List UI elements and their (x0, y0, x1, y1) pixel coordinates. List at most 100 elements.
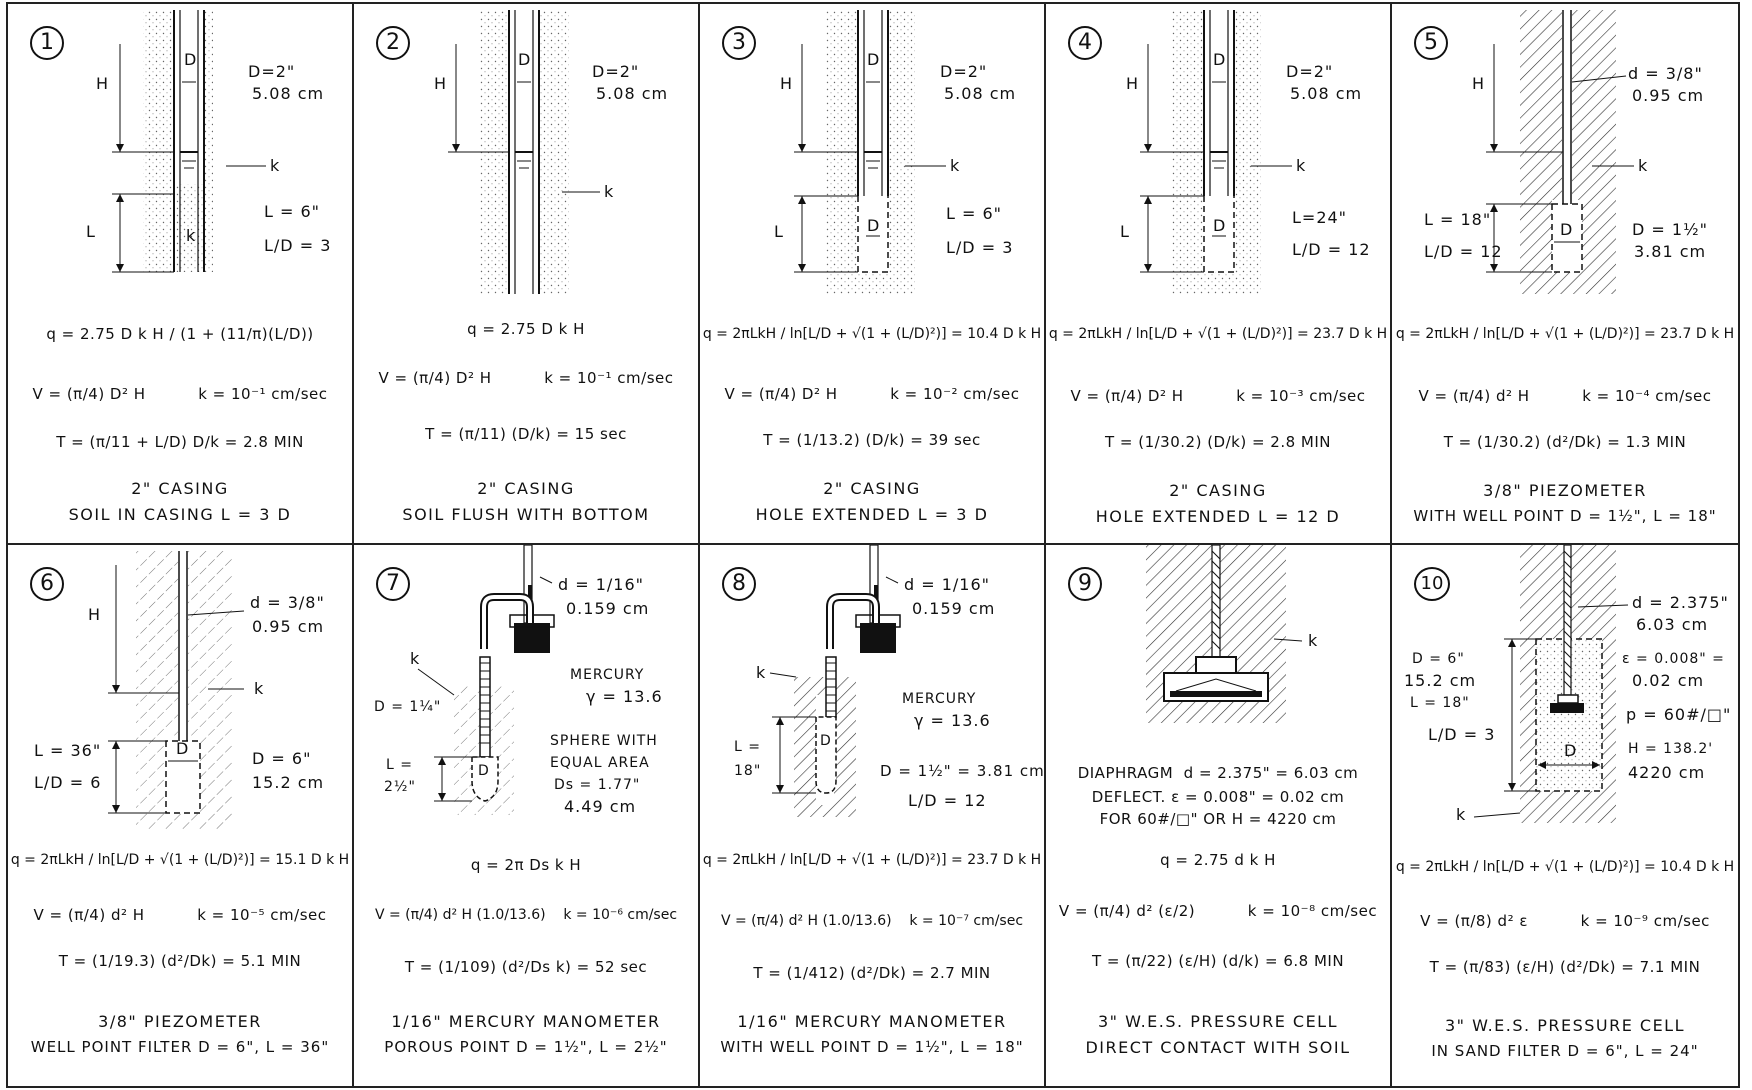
caption-line-1: 3/8" PIEZOMETER (1483, 481, 1647, 500)
label-l: L (86, 222, 96, 241)
formula-v-k: V = (π/4) D² H k = 10⁻¹ cm/sec (378, 369, 674, 387)
label-h: H (88, 605, 102, 624)
formula-v-k: V = (π/8) d² ε k = 10⁻⁹ cm/sec (1420, 912, 1710, 930)
label-h: H (1126, 74, 1140, 93)
label-l: L (1120, 222, 1130, 241)
caption-line-1: 1/16" MERCURY MANOMETER (737, 1012, 1007, 1031)
label-k: k (410, 649, 421, 668)
label-d-size: D=2" (940, 62, 988, 81)
formula-v-k: V = (π/4) D² H k = 10⁻² cm/sec (724, 385, 1020, 403)
label-equal-area: EQUAL AREA (550, 755, 650, 771)
label-d-metric: 5.08 cm (1290, 84, 1363, 103)
label-l-length: 18" (734, 763, 762, 779)
label-ds: Ds = 1.77" (554, 777, 641, 793)
label-l-length: L=24" (1292, 208, 1348, 227)
label-d: D (184, 50, 198, 69)
formula-q: q = 2π Ds k H (470, 856, 582, 874)
formula-v-k: V = (π/4) D² H k = 10⁻¹ cm/sec (32, 385, 328, 403)
panel-8: 8 d = 1/16" 0.159 cm k MERCURY γ = 13.6 … (700, 545, 1046, 1086)
label-d-hole: D (1213, 216, 1227, 235)
piezometer-sketch (1486, 10, 1634, 294)
label-k: k (1308, 631, 1319, 650)
panel-2: 2 H D D=2" 5.08 cm k q = 2.75 D k H V = … (354, 4, 700, 545)
formula-q: q = 2πLkH / ln[L/D + √(1 + (L/D)²)] = 23… (1048, 326, 1388, 342)
diaphragm-line-3: FOR 60#/□" OR H = 4220 cm (1099, 810, 1337, 828)
caption-line-1: 3" W.E.S. PRESSURE CELL (1444, 1016, 1686, 1035)
label-k: k (270, 156, 281, 175)
formula-t: T = (π/11 + L/D) D/k = 2.8 MIN (56, 433, 304, 451)
label-d-hole: D (867, 216, 881, 235)
label-d: D (867, 50, 881, 69)
label-l-ratio: L/D = 3 (946, 238, 1014, 257)
casing-sketch (448, 10, 600, 294)
formula-v-k: V = (π/4) D² H k = 10⁻³ cm/sec (1070, 387, 1366, 405)
formula-v-k: V = (π/4) d² (ε/2) k = 10⁻⁸ cm/sec (1058, 902, 1378, 920)
label-d-point: D = 1¼" (374, 699, 442, 715)
manometer-sketch (769, 545, 901, 817)
formula-v-k: V = (π/4) d² H k = 10⁻⁴ cm/sec (1418, 387, 1712, 405)
label-d-size: d = 3/8" (1628, 64, 1703, 83)
panel-number: 10 (1414, 567, 1450, 601)
formula-q: q = 2πLkH / ln[L/D + √(1 + (L/D)²)] = 23… (702, 852, 1042, 868)
label-head: H = 138.2' (1628, 741, 1714, 757)
caption-line-2: SOIL IN CASING L = 3 D (68, 505, 292, 524)
label-d-metric: 0.159 cm (912, 599, 996, 618)
label-d-well: D (1560, 220, 1574, 239)
label-mercury: MERCURY (570, 667, 645, 683)
caption-line-2: WITH WELL POINT D = 1½", L = 18" (720, 1038, 1024, 1056)
label-d-well: D (820, 733, 832, 749)
label-well-metric: 3.81 cm (1634, 242, 1707, 261)
formula-t: T = (π/11) (D/k) = 15 sec (425, 425, 627, 443)
panel-6: 6 H d = 3/8" 0.95 cm k L = 36" L/D = 6 D… (8, 545, 354, 1086)
label-l-ratio: L/D = 12 (1292, 240, 1371, 259)
label-well-metric: 15.2 cm (252, 773, 325, 792)
panel-5: 5 H d = 3/8" 0.95 cm k L = 18" L/D = 12 … (1392, 4, 1738, 545)
label-gamma: γ = 13.6 (586, 687, 663, 706)
label-l-length: L = 18" (1424, 210, 1492, 229)
label-d-size: d = 1/16" (904, 575, 991, 594)
formula-v-k: V = (π/4) d² H (1.0/13.6) k = 10⁻⁶ cm/se… (374, 907, 678, 923)
caption-line-1: 2" CASING (823, 479, 921, 498)
formula-t: T = (1/412) (d²/Dk) = 2.7 MIN (753, 964, 991, 982)
label-d-size: D=2" (248, 62, 296, 81)
label-epsilon: ε = 0.008" = (1622, 651, 1725, 667)
caption-line-1: 2" CASING (477, 479, 575, 498)
label-l-length: L = 6" (264, 202, 321, 221)
formula-t: T = (π/83) (ε/H) (d²/Dk) = 7.1 MIN (1429, 958, 1701, 976)
label-h: H (96, 74, 110, 93)
panel-number: 9 (1068, 567, 1102, 601)
label-d-sphere: D (478, 763, 490, 779)
caption-line-1: 2" CASING (131, 479, 229, 498)
label-d-size: d = 2.375" (1632, 593, 1729, 612)
caption-line-1: 3" W.E.S. PRESSURE CELL (1097, 1012, 1339, 1031)
label-d-size: D=2" (592, 62, 640, 81)
pressure-cell-sketch (1473, 545, 1629, 823)
label-h: H (1472, 74, 1486, 93)
label-d-metric: 0.95 cm (1632, 86, 1705, 105)
manometer-sketch (417, 545, 555, 815)
label-k: k (1296, 156, 1307, 175)
diaphragm-line-2: DEFLECT. ε = 0.008" = 0.02 cm (1091, 788, 1345, 806)
label-d-metric: 5.08 cm (944, 84, 1017, 103)
label-d-size: d = 3/8" (250, 593, 325, 612)
formula-q: q = 2πLkH / ln[L/D + √(1 + (L/D)²)] = 10… (1395, 859, 1735, 875)
label-d-metric: 6.03 cm (1636, 615, 1709, 634)
label-l-length: L = 18" (1410, 695, 1470, 711)
panel-3: 3 H D D=2" 5.08 cm k L D L = 6" L/D = 3 (700, 4, 1046, 545)
label-k: k (254, 679, 265, 698)
label-l: L = (734, 739, 761, 755)
label-well-size: D = 6" (252, 749, 312, 768)
formula-t: T = (1/19.3) (d²/Dk) = 5.1 MIN (58, 952, 302, 970)
caption-line-2: WITH WELL POINT D = 1½", L = 18" (1413, 507, 1717, 525)
panel-number: 6 (30, 567, 64, 601)
label-pressure: p = 60#/□" (1626, 705, 1732, 724)
label-d-metric: 0.159 cm (566, 599, 650, 618)
panel-number: 7 (376, 567, 410, 601)
casing-sketch (112, 10, 266, 273)
caption-line-2: POROUS POINT D = 1½", L = 2½" (384, 1038, 668, 1056)
diagram-sheet: 1 H D D=2" 5.08 cm k L k L = 6" L/D = 3 (6, 2, 1740, 1088)
panel-7: 7 d = 1/16" 0.159 cm MERCURY γ = 13.6 k … (354, 545, 700, 1086)
label-k: k (950, 156, 961, 175)
label-d: D (1213, 50, 1227, 69)
panel-4: 4 H D D=2" 5.08 cm k L D L=24" L/D = 12 (1046, 4, 1392, 545)
